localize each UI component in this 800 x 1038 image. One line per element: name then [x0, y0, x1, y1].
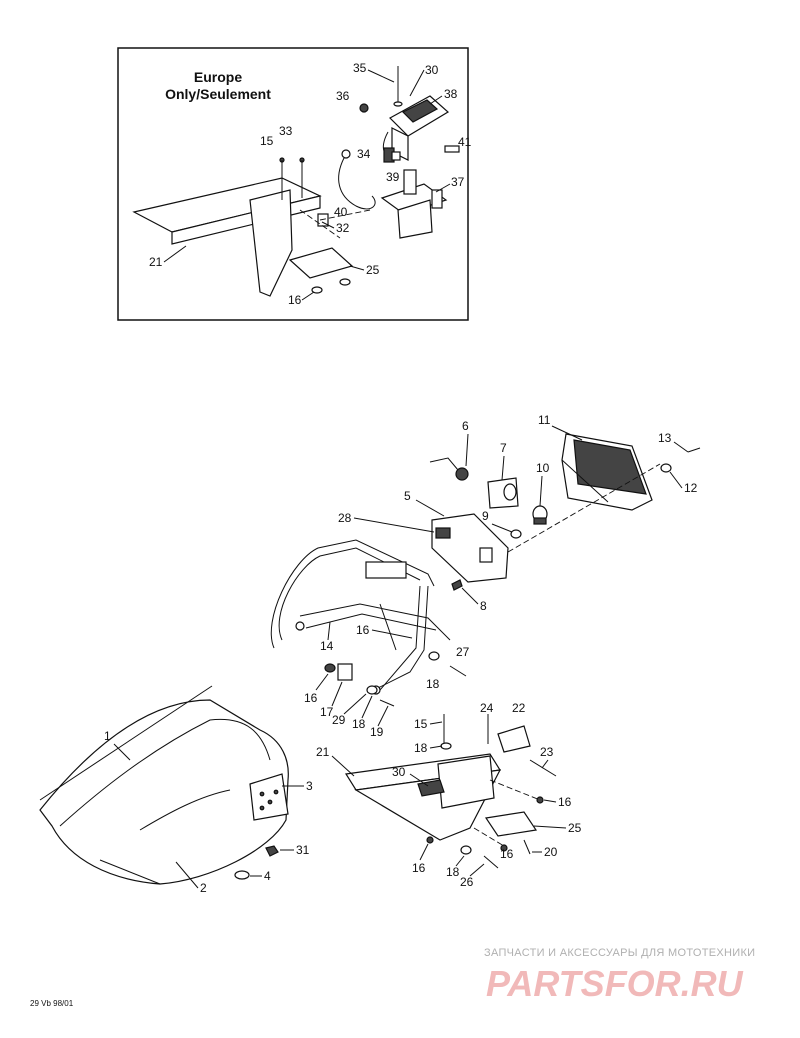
callout-16d: 16	[558, 795, 572, 809]
reference-code: 29 Vb 98/01	[30, 999, 74, 1008]
callout-5: 5	[404, 489, 411, 503]
callout-15b: 15	[414, 717, 428, 731]
socket-6	[429, 457, 469, 481]
bracket-21	[345, 714, 557, 869]
callout-28: 28	[338, 511, 352, 525]
callout-39: 39	[386, 170, 400, 184]
taillight-lens-11	[561, 433, 653, 511]
callout-22: 22	[512, 701, 526, 715]
callout-18a: 18	[426, 677, 440, 691]
callout-8: 8	[480, 599, 487, 613]
callout-13: 13	[658, 431, 672, 445]
callout-25a: 25	[366, 263, 380, 277]
callout-40: 40	[334, 205, 348, 219]
callout-34: 34	[357, 147, 371, 161]
callout-16a: 16	[288, 293, 302, 307]
callout-16e: 16	[412, 861, 426, 875]
inset-title-line2: Only/Seulement	[165, 86, 271, 102]
callout-7: 7	[500, 441, 507, 455]
callout-3: 3	[306, 779, 313, 793]
callout-14: 14	[320, 639, 334, 653]
callout-31: 31	[296, 843, 310, 857]
callout-21b: 21	[316, 745, 330, 759]
callout-18b: 18	[352, 717, 366, 731]
housing-5	[431, 463, 661, 583]
callout-11: 11	[538, 413, 551, 427]
callout-18d: 18	[446, 865, 460, 879]
callout-36: 36	[336, 89, 350, 103]
inset-bracket-37	[380, 169, 448, 239]
europe-inset: Europe Only/Seulement	[117, 47, 472, 321]
washer-4	[234, 870, 250, 880]
callout-27: 27	[456, 645, 470, 659]
plate-7	[487, 477, 519, 509]
frame-14	[270, 539, 451, 695]
spacer-17	[337, 663, 353, 681]
inset-part-39	[383, 147, 401, 163]
callout-17: 17	[320, 705, 334, 719]
watermark-tagline: ЗАПЧАСТИ И АКСЕССУАРЫ ДЛЯ МОТОТЕХНИКИ	[484, 947, 755, 959]
callout-20: 20	[544, 845, 558, 859]
callout-35: 35	[353, 61, 367, 75]
callout-16c: 16	[304, 691, 318, 705]
callout-32: 32	[336, 221, 350, 235]
callout-4: 4	[264, 869, 271, 883]
inset-bracket-21	[132, 157, 371, 297]
bulb-10	[532, 505, 548, 525]
callout-25b: 25	[568, 821, 582, 835]
callout-2: 2	[200, 881, 207, 895]
callout-33: 33	[279, 124, 293, 138]
inset-title-line1: Europe	[194, 69, 242, 85]
callout-18c: 18	[414, 741, 428, 755]
callout-16f: 16	[500, 847, 514, 861]
callout-16b: 16	[356, 623, 370, 637]
callout-30a: 30	[425, 63, 439, 77]
seat-1	[39, 685, 289, 885]
callout-21a: 21	[149, 255, 163, 269]
inset-wire-40	[338, 149, 376, 210]
callout-26: 26	[460, 875, 474, 889]
callout-15a: 15	[260, 134, 274, 148]
callout-23: 23	[540, 745, 554, 759]
callout-19: 19	[370, 725, 384, 739]
nut-16b	[324, 663, 336, 673]
callout-41: 41	[458, 135, 472, 149]
callout-10: 10	[536, 461, 550, 475]
callout-1: 1	[104, 729, 111, 743]
callout-29: 29	[332, 713, 346, 727]
watermark-logo: PARTSFOR.RU	[486, 963, 744, 1004]
callout-37: 37	[451, 175, 465, 189]
callout-24: 24	[480, 701, 494, 715]
callout-12: 12	[684, 481, 698, 495]
callout-30b: 30	[392, 765, 406, 779]
callout-6: 6	[462, 419, 469, 433]
nut-31	[265, 845, 279, 857]
callout-38: 38	[444, 87, 458, 101]
callout-9: 9	[482, 509, 489, 523]
